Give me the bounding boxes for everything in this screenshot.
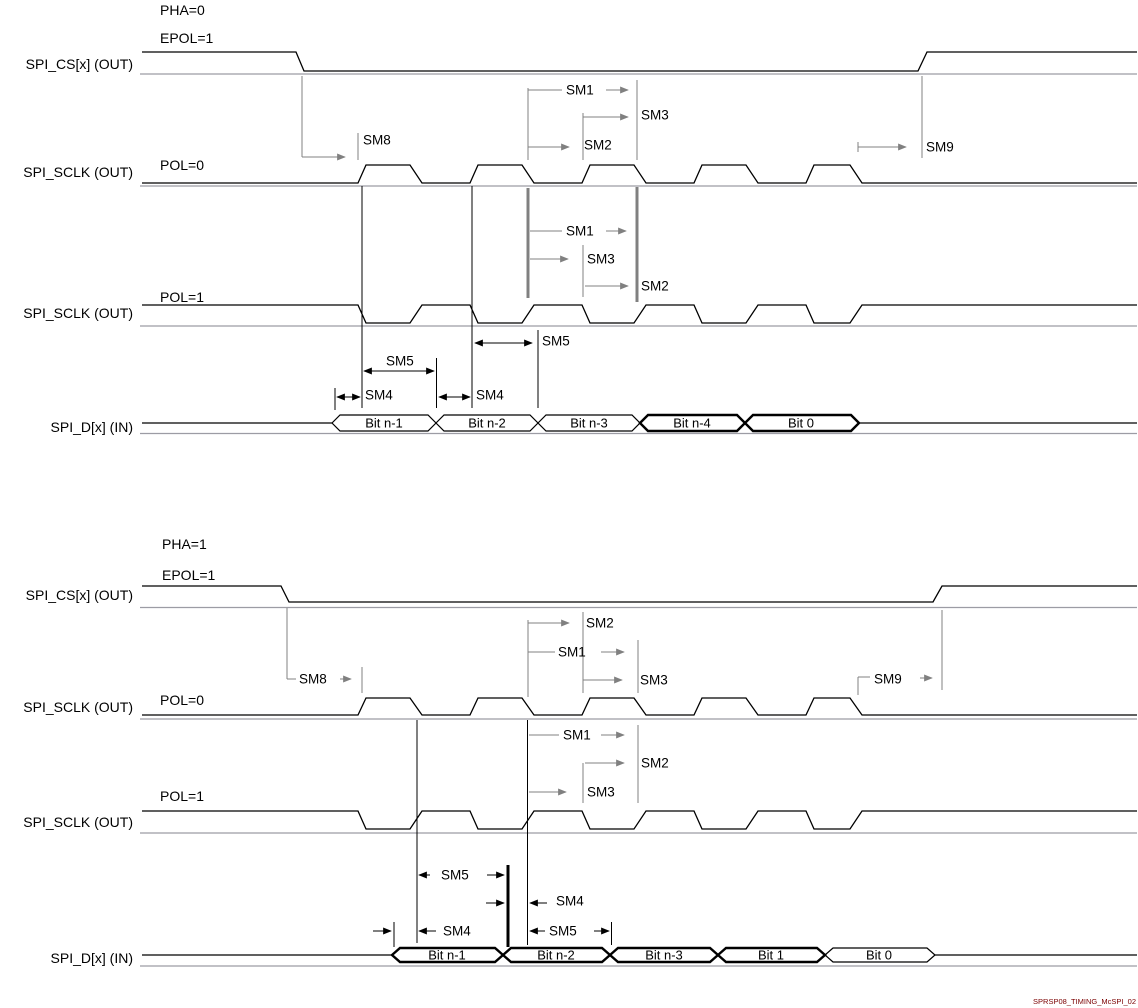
sm8-label-top: SM8	[363, 132, 391, 148]
din-signal-label-bottom: SPI_D[x] (IN)	[50, 950, 133, 966]
sm4-label-bottom2: SM4	[556, 893, 584, 909]
bit-label: Bit n-3	[570, 415, 608, 431]
pol0-label-bottom: POL=0	[160, 692, 204, 708]
pha0-label: PHA=0	[160, 2, 205, 18]
sm9-label-bottom: SM9	[874, 671, 902, 687]
cs-waveform-bottom	[142, 585, 1137, 603]
sm4-label-bottom1: SM4	[443, 923, 471, 939]
sclk-pol1-waveform-bottom	[142, 810, 1137, 830]
din-signal-label-top: SPI_D[x] (IN)	[50, 419, 133, 435]
bit-label: Bit n-2	[468, 415, 506, 431]
sm5-label-bottom2: SM5	[549, 923, 577, 939]
pol1-label-top: POL=1	[160, 289, 204, 305]
sm5-label-top1: SM5	[386, 353, 414, 369]
sm4-label-top1: SM4	[365, 387, 393, 403]
sm8-label-bottom: SM8	[299, 671, 327, 687]
epol-label-bottom: EPOL=1	[162, 567, 216, 583]
sm5-label-top2: SM5	[542, 333, 570, 349]
annotations-gray-bottom	[286, 608, 943, 803]
bit-label: Bit 1	[757, 947, 785, 963]
bit-label: Bit n-1	[365, 415, 403, 431]
din-bit-cells-bottom	[390, 946, 936, 964]
bit-label: Bit n-1	[428, 947, 466, 963]
sclk-pol1-waveform-top	[142, 304, 1137, 324]
sm2-label-bottom2: SM2	[641, 755, 669, 771]
sm1-label-top: SM1	[566, 82, 594, 98]
figure-tag: SPRSP08_TIMING_McSPI_02	[1033, 997, 1136, 1006]
sm2-label-top: SM2	[584, 137, 612, 153]
cs-signal-label-bottom: SPI_CS[x] (OUT)	[25, 587, 133, 603]
epol-label-top: EPOL=1	[160, 30, 214, 46]
sclk0-signal-label-top: SPI_SCLK (OUT)	[23, 164, 133, 180]
sm1-label-bottom1: SM1	[558, 644, 586, 660]
din-bit-cells-top	[331, 413, 861, 433]
sm4-label-top2: SM4	[476, 387, 504, 403]
annotations-gray-top	[301, 76, 923, 302]
bit-label: Bit 0	[787, 415, 815, 431]
cs-signal-label-top: SPI_CS[x] (OUT)	[25, 56, 133, 72]
sm5-label-bottom1: SM5	[441, 867, 469, 883]
sclk-pol0-waveform-top	[142, 164, 1137, 184]
sm2-label-bottom1: SM2	[586, 615, 614, 631]
sm2-label-mid: SM2	[641, 278, 669, 294]
annotations-black-bottom	[373, 720, 612, 947]
cs-waveform-top	[142, 51, 1137, 72]
bit-label: Bit n-4	[673, 415, 711, 431]
sclk0-signal-label-bottom: SPI_SCLK (OUT)	[23, 699, 133, 715]
bit-label: Bit n-3	[645, 947, 683, 963]
sm1-label-mid: SM1	[566, 223, 594, 239]
sclk1-signal-label-bottom: SPI_SCLK (OUT)	[23, 814, 133, 830]
sm3-label-top: SM3	[641, 107, 669, 123]
sm3-label-bottom1: SM3	[640, 672, 668, 688]
bit-label: Bit 0	[865, 947, 893, 963]
sclk-pol0-waveform-bottom	[142, 697, 1137, 716]
sclk1-signal-label-top: SPI_SCLK (OUT)	[23, 305, 133, 321]
sm1-label-bottom2: SM1	[563, 727, 591, 743]
sm3-label-mid: SM3	[587, 251, 615, 267]
pol1-label-bottom: POL=1	[160, 788, 204, 804]
pha1-label: PHA=1	[162, 536, 207, 552]
bit-label: Bit n-2	[537, 947, 575, 963]
annotations-black-top	[334, 186, 539, 410]
baseline-lines	[140, 73, 1137, 967]
sm3-label-bottom2: SM3	[587, 784, 615, 800]
sm9-label-top: SM9	[926, 139, 954, 155]
pol0-label-top: POL=0	[160, 157, 204, 173]
